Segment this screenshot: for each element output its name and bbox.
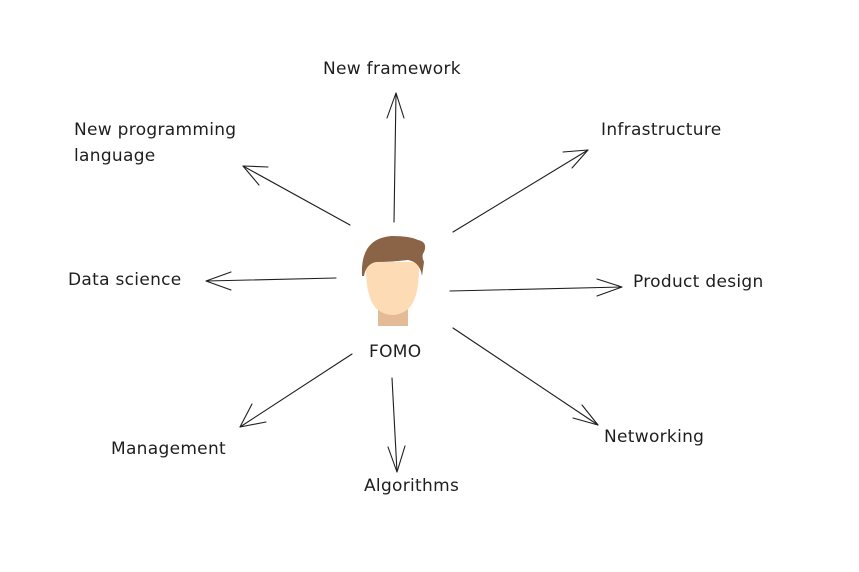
topic-line-2: language — [74, 146, 156, 166]
arrow-infrastructure — [452, 149, 589, 233]
avatar-face — [365, 262, 420, 315]
arrow-management — [239, 353, 353, 428]
center-label: FOMO — [369, 342, 422, 362]
topic-management: Management — [111, 439, 226, 459]
arrow-data-science — [205, 271, 337, 291]
avatar-hair — [361, 236, 426, 276]
arrow-new-programming-language — [242, 165, 351, 226]
topic-product-design: Product design — [633, 272, 764, 292]
topic-infrastructure: Infrastructure — [601, 120, 722, 140]
arrow-new-framework — [386, 92, 405, 223]
arrow-networking — [452, 327, 599, 426]
person-avatar — [361, 236, 426, 326]
topic-algorithms: Algorithms — [364, 476, 460, 496]
topic-data-science: Data science — [68, 270, 182, 290]
topic-networking: Networking — [604, 427, 705, 447]
topic-new-programming-language: New programming language — [74, 117, 236, 169]
topic-new-framework: New framework — [323, 59, 461, 79]
arrow-product-design — [449, 278, 623, 297]
arrow-algorithms — [387, 377, 406, 473]
topic-line-1: New programming — [74, 120, 237, 140]
